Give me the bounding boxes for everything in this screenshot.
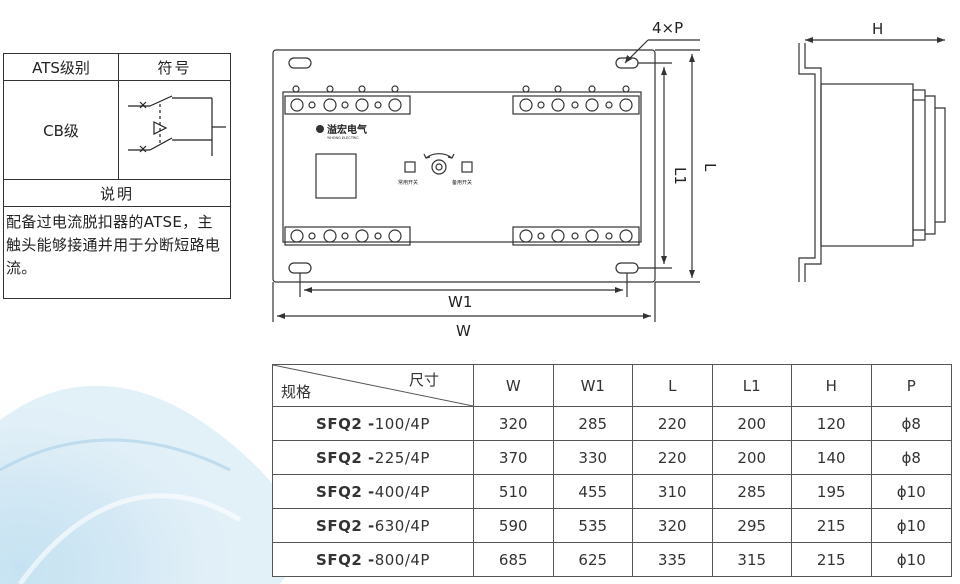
- value-cell-W1: 455: [552, 474, 633, 509]
- col-header-W1: W1: [552, 364, 633, 407]
- value-cell-H: 215: [791, 508, 872, 543]
- col-header-W: W: [473, 364, 554, 407]
- front-body: [282, 91, 642, 243]
- value-cell-H: 120: [791, 406, 872, 441]
- value-cell-H: 195: [791, 474, 872, 509]
- backup-switch-label: 备用开关: [452, 179, 472, 186]
- label-4xP: 4×P: [652, 19, 683, 37]
- model-prefix: SFQ2 -: [316, 482, 375, 501]
- value-cell-P: ϕ10: [870, 474, 952, 509]
- diagonal-line: [273, 365, 473, 406]
- model-cell: SFQ2 -800/4P: [272, 542, 474, 577]
- value-cell-W1: 535: [552, 508, 633, 543]
- value-cell-W1: 285: [552, 406, 633, 441]
- value-cell-H: 215: [791, 542, 872, 577]
- value-cell-W: 320: [473, 406, 554, 441]
- symbol-header: 符号: [157, 58, 192, 77]
- value-cell-P: ϕ10: [870, 542, 952, 577]
- model-cell: SFQ2 -630/4P: [272, 508, 474, 543]
- model-cell: SFQ2 -225/4P: [272, 440, 474, 475]
- label-L1: L1: [671, 167, 689, 185]
- model-cell: SFQ2 -100/4P: [272, 406, 474, 441]
- col-header-P: P: [870, 364, 952, 407]
- value-cell-W1: 330: [552, 440, 633, 475]
- label-W: W: [456, 322, 471, 340]
- normal-switch-label: 常用开关: [398, 179, 418, 186]
- value-cell-L1: 200: [711, 406, 792, 441]
- value-cell-P: ϕ8: [870, 406, 952, 441]
- model-rating: 800/4P: [374, 550, 430, 569]
- value-cell-L: 320: [632, 508, 713, 543]
- ats-level-header: ATS级别: [4, 54, 119, 80]
- model-cell: SFQ2 -400/4P: [272, 474, 474, 509]
- value-cell-W1: 625: [552, 542, 633, 577]
- description-text: 配备过电流脱扣器的ATSE，主触头能够接通并用于分断短路电流。: [6, 213, 221, 277]
- model-rating: 400/4P: [374, 482, 430, 501]
- brand-logo-text: 溢宏电气: [327, 123, 367, 136]
- label-H: H: [872, 20, 883, 38]
- value-cell-W: 685: [473, 542, 554, 577]
- model-rating: 100/4P: [374, 414, 430, 433]
- dimension-drawing: 溢宏电气 YIHONG ELECTRIC 常用开关 备用开关 4×P W1 W …: [272, 19, 946, 340]
- value-cell-L: 220: [632, 440, 713, 475]
- front-plate: [272, 49, 656, 283]
- switch-symbol: [119, 81, 230, 179]
- value-cell-L: 310: [632, 474, 713, 509]
- ats-level-value: CB级: [4, 81, 119, 179]
- ats-spec-table: ATS级别 符号 CB级: [3, 53, 231, 299]
- table-corner-header: 规格 尺寸: [272, 364, 474, 407]
- model-prefix: SFQ2 -: [316, 448, 375, 467]
- value-cell-L: 220: [632, 406, 713, 441]
- col-header-H: H: [791, 364, 872, 407]
- model-rating: 225/4P: [374, 448, 430, 467]
- display-window: [315, 153, 357, 199]
- value-cell-P: ϕ10: [870, 508, 952, 543]
- model-prefix: SFQ2 -: [316, 516, 375, 535]
- model-prefix: SFQ2 -: [316, 414, 375, 433]
- col-header-L1: L1: [711, 364, 792, 407]
- value-cell-L1: 315: [711, 542, 792, 577]
- label-W1: W1: [448, 293, 472, 311]
- brand-logo-subtext: YIHONG ELECTRIC: [327, 136, 359, 140]
- value-cell-W: 590: [473, 508, 554, 543]
- col-header-L: L: [632, 364, 713, 407]
- model-prefix: SFQ2 -: [316, 550, 375, 569]
- corner-size-label: 尺寸: [408, 371, 439, 389]
- value-cell-H: 140: [791, 440, 872, 475]
- value-cell-W: 510: [473, 474, 554, 509]
- value-cell-L1: 295: [711, 508, 792, 543]
- value-cell-L1: 200: [711, 440, 792, 475]
- value-cell-L: 335: [632, 542, 713, 577]
- description-header: 说明: [4, 180, 230, 207]
- corner-spec-label: 规格: [281, 383, 312, 401]
- model-rating: 630/4P: [374, 516, 430, 535]
- value-cell-P: ϕ8: [870, 440, 952, 475]
- ats-symbol-icon: [127, 95, 226, 156]
- value-cell-L1: 285: [711, 474, 792, 509]
- label-L: L: [701, 163, 719, 172]
- value-cell-W: 370: [473, 440, 554, 475]
